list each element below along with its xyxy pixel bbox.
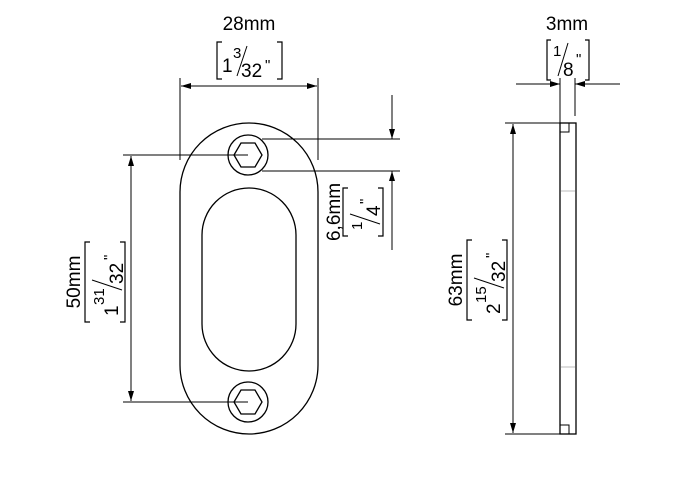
thickness-denominator: 8 (563, 60, 574, 81)
width-denominator: 32 (241, 61, 262, 82)
plate-outline (179, 122, 319, 435)
hex-socket-icon (233, 142, 263, 168)
thickness-numerator: 1 (553, 43, 561, 60)
thickness-metric: 3mm (546, 14, 588, 35)
height-numerator: 31 (91, 288, 108, 305)
width-metric: 28mm (223, 14, 276, 35)
length-denominator: 32 (489, 261, 510, 282)
hole-dimension: 6,6mm 1 4 " (262, 95, 400, 250)
hex-socket-icon (233, 389, 263, 415)
width-whole: 1 (222, 56, 233, 77)
length-metric: 63mm (446, 254, 467, 307)
height-whole: 1 (102, 305, 123, 316)
thickness-unit: " (576, 51, 581, 68)
hole-denominator: 4 (364, 205, 385, 216)
length-dimension: 63mm 2 15 32 " (446, 122, 560, 435)
front-view (179, 122, 319, 435)
width-unit: " (265, 57, 270, 74)
height-dimension: 50mm 1 31 32 " (64, 154, 248, 403)
height-unit: " (101, 255, 118, 260)
width-dimension: 28mm 1 3 32 " (179, 14, 319, 160)
hole-unit: " (357, 199, 374, 204)
length-whole: 2 (484, 303, 505, 314)
side-view (559, 122, 577, 435)
length-numerator: 15 (473, 286, 490, 303)
hole-metric: 6,6mm (324, 183, 345, 241)
length-unit: " (483, 253, 500, 258)
slot-opening (201, 187, 297, 372)
width-numerator: 3 (233, 45, 241, 62)
height-denominator: 32 (107, 263, 128, 284)
height-metric: 50mm (64, 256, 85, 309)
thickness-dimension: 3mm 1 8 " (516, 14, 620, 123)
hole-numerator: 1 (349, 222, 366, 230)
